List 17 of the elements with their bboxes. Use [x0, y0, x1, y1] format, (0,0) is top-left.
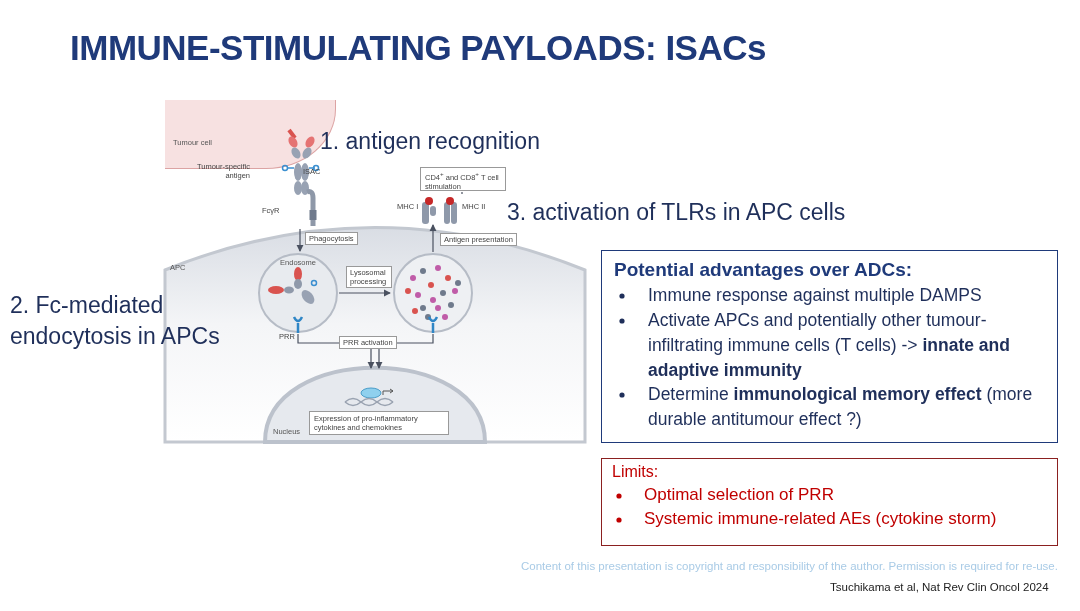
copyright-note: Content of this presentation is copyright and responsibility of the author. Permission is required for re-use. [521, 560, 1058, 574]
step-caption: 2. Fc-mediated endocytosis in APCs [10, 291, 221, 352]
slide-title: IMMUNE-STIMULATING PAYLOADS: ISACs [70, 28, 766, 68]
panel-heading: Limits: [612, 463, 660, 481]
bullet-item: Systemic immune-related AEs (cytokine storm) [644, 508, 998, 531]
panel-heading: Potential advantages over ADCs: [614, 259, 914, 281]
citation-text: Tsuchikama et al, Nat Rev Clin Oncol 2024 [830, 581, 1049, 595]
bullet-item: Determine immunological memory effect (more durable antitumour effect ?) [648, 383, 1034, 432]
tumour-cell-shape [165, 100, 336, 169]
step-caption: 1. antigen recognition [320, 128, 540, 155]
arrow [338, 289, 391, 297]
connector-line [461, 191, 463, 195]
bullet-item: Immune response against multiple DAMPS [648, 284, 983, 307]
step-caption: 3. activation of TLRs in APC cells [507, 199, 846, 226]
arrow [429, 224, 437, 253]
arrow [296, 228, 304, 252]
bullet-item: Optimal selection of PRR [644, 484, 835, 506]
